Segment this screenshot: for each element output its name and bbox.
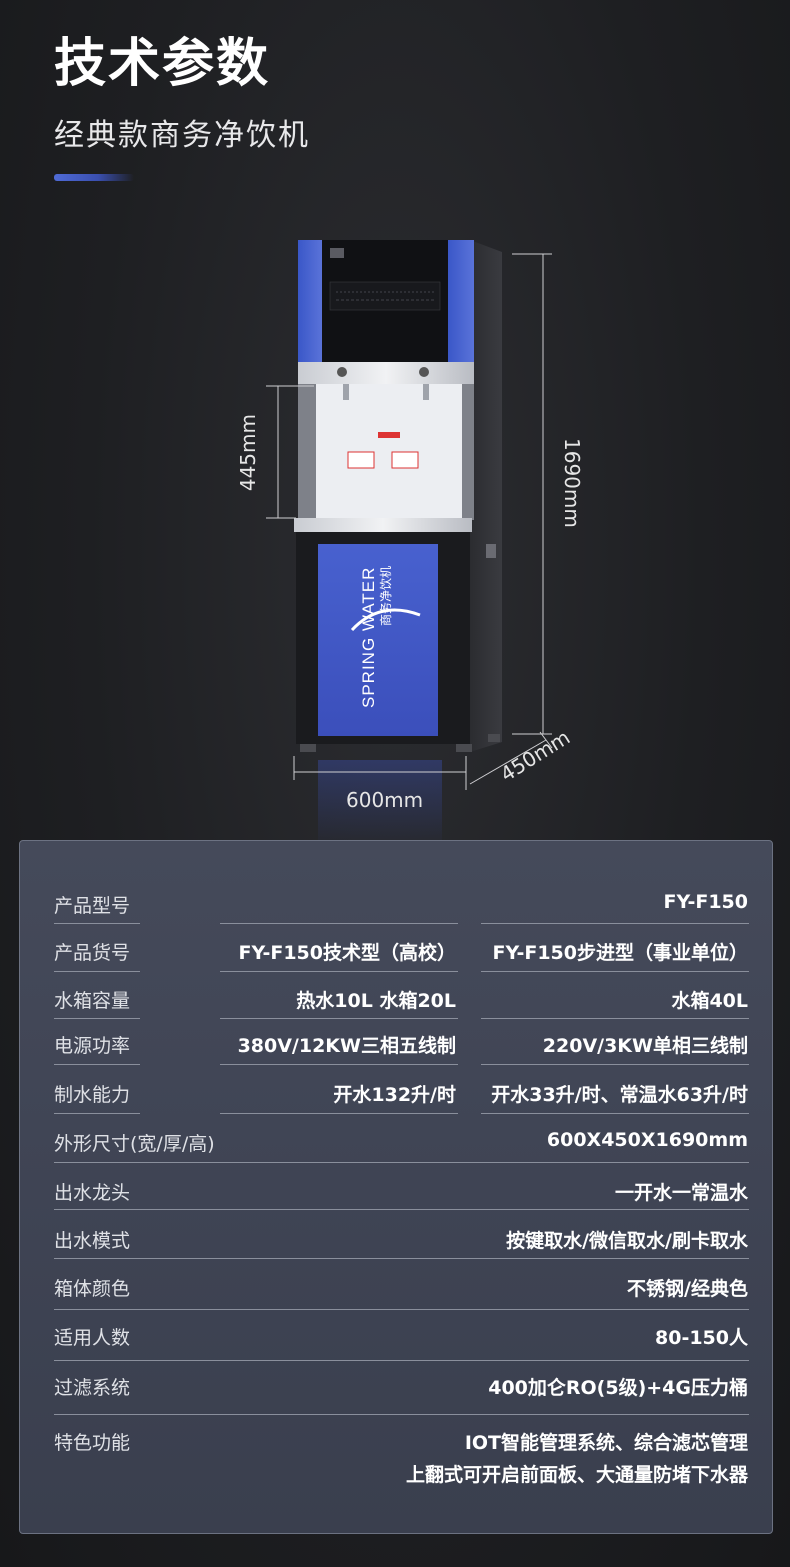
divider <box>481 1064 749 1065</box>
spec-label: 产品型号 <box>54 895 131 917</box>
spec-value: 一开水一常温水 <box>614 1182 748 1204</box>
divider <box>220 971 458 972</box>
spec-label: 电源功率 <box>54 1035 131 1057</box>
brand-text-2: 商务净饮机 <box>378 566 393 626</box>
dim-line-depth <box>469 739 547 785</box>
spec-label: 产品货号 <box>54 942 131 964</box>
divider <box>220 1064 458 1065</box>
dim-label-width: 600mm <box>346 788 424 812</box>
faucet-right <box>423 384 429 400</box>
divider <box>220 1113 458 1114</box>
dispense-area <box>316 384 462 520</box>
spec-value: 400加仑RO(5级)+4G压力桶 <box>488 1377 748 1399</box>
divider <box>481 923 749 924</box>
spec-label: 出水龙头 <box>54 1182 131 1204</box>
spec-value: FY-F150 <box>663 891 748 913</box>
divider <box>54 1162 749 1163</box>
divider <box>54 1064 140 1065</box>
upper-head-right-trim <box>448 240 474 364</box>
divider <box>54 1113 140 1114</box>
divider <box>54 1018 140 1019</box>
brand-text-1: SPRING WATER <box>359 567 378 708</box>
upper-ledge <box>298 362 474 384</box>
divider <box>54 1258 749 1259</box>
spec-value: 380V/12KW三相五线制 <box>237 1035 456 1057</box>
spec-value: 按键取水/微信取水/刷卡取水 <box>506 1230 748 1252</box>
divider <box>54 923 140 924</box>
spec-card: 产品型号 FY-F150 产品货号 FY-F150技术型（高校） FY-F150… <box>19 840 773 1534</box>
spec-label: 出水模式 <box>54 1230 131 1252</box>
dim-label-faucet: 445mm <box>236 414 260 492</box>
accent-bar <box>54 174 134 181</box>
spec-label: 外形尺寸(宽/厚/高) <box>54 1133 215 1155</box>
divider <box>54 1414 749 1415</box>
divider <box>54 1209 749 1210</box>
control-display <box>329 281 441 311</box>
divider <box>54 1309 749 1310</box>
divider <box>54 1360 749 1361</box>
divider <box>481 1018 749 1019</box>
spec-label: 水箱容量 <box>54 990 131 1012</box>
divider <box>220 1018 458 1019</box>
spec-label: 过滤系统 <box>54 1377 131 1399</box>
spec-value: 上翻式可开启前面板、大通量防堵下水器 <box>405 1464 748 1486</box>
dim-label-height: 1690mm <box>560 438 584 528</box>
spec-label: 箱体颜色 <box>54 1278 131 1300</box>
faucet-left <box>343 384 349 400</box>
spec-value: 开水132升/时 <box>333 1084 456 1106</box>
spec-label: 制水能力 <box>54 1084 131 1106</box>
spec-value: IOT智能管理系统、综合滤芯管理 <box>464 1432 748 1454</box>
floor-reflection <box>318 760 442 840</box>
lower-panel <box>318 544 438 736</box>
spec-value: 600X450X1690mm <box>546 1129 748 1151</box>
spec-value: 不锈钢/经典色 <box>627 1278 748 1300</box>
logo-badge <box>330 248 344 258</box>
divider <box>54 971 140 972</box>
spec-label: 适用人数 <box>54 1327 131 1349</box>
spec-value: 80-150人 <box>655 1327 748 1349</box>
product-illustration: SPRING WATER 商务净饮机 <box>266 240 553 840</box>
drip-tray <box>294 518 472 532</box>
spec-value: 热水10L 水箱20L <box>296 990 456 1012</box>
divider <box>481 1113 749 1114</box>
spec-value: FY-F150技术型（高校） <box>238 942 456 964</box>
upper-head-left-trim <box>298 240 322 364</box>
divider <box>481 971 749 972</box>
spec-label: 特色功能 <box>54 1432 131 1454</box>
spec-value: 220V/3KW单相三线制 <box>542 1035 748 1057</box>
page-title: 技术参数 <box>54 34 271 94</box>
spec-value: 开水33升/时、常温水63升/时 <box>491 1084 748 1106</box>
page-subtitle: 经典款商务净饮机 <box>54 118 310 153</box>
spec-value: FY-F150步进型（事业单位） <box>492 942 748 964</box>
spec-value: 水箱40L <box>671 990 748 1012</box>
cabinet-side <box>470 240 502 752</box>
divider <box>220 923 458 924</box>
